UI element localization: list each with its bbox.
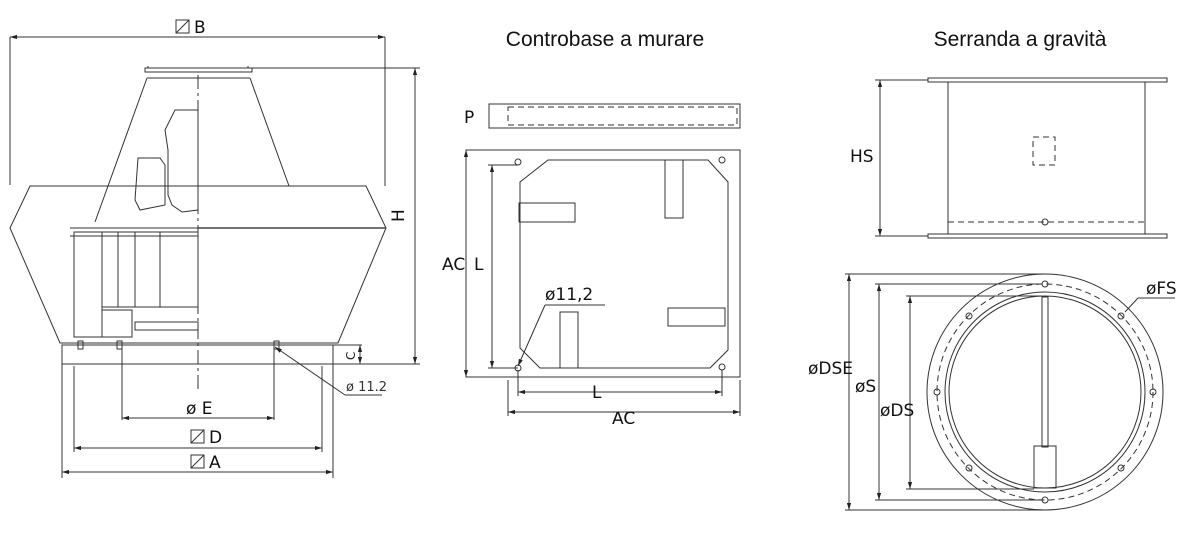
outlet-flange [144, 67, 253, 73]
base-profile [488, 103, 741, 129]
flange-holes [933, 280, 1157, 504]
dim-label-ac-vertical: AC [442, 255, 465, 275]
base-frame [465, 149, 741, 378]
dim-label-ac-horizontal: AC [612, 409, 635, 429]
dim-label-b: B [194, 18, 206, 38]
dim-label-ds: øDS [880, 401, 914, 421]
impeller-grid [73, 231, 103, 338]
dim-label-l-vertical: L [474, 255, 484, 275]
dim-label-e: ø E [186, 399, 213, 419]
square-symbol-icon [175, 19, 190, 34]
dim-label-c: C [344, 352, 358, 360]
dim-label-d: D [209, 428, 222, 448]
dim-label-hole: ø 11.2 [346, 380, 387, 395]
dim-label-hs: HS [850, 147, 874, 167]
fan-side-view: B H C ø 11.2 [9, 18, 420, 478]
motor-section [164, 109, 199, 213]
base-title: Controbase a murare [506, 28, 704, 51]
dim-label-h: H [389, 209, 409, 222]
base-opening [519, 159, 729, 369]
dim-label-s: øS [855, 377, 876, 397]
dim-label-a: A [209, 453, 221, 473]
cone-left [94, 77, 148, 223]
damper-body [947, 81, 1146, 235]
dim-label-l-horizontal: L [592, 383, 602, 403]
counterweight [1033, 445, 1057, 489]
damper-title: Serranda a gravità [934, 28, 1107, 51]
fan-housing [9, 185, 387, 344]
wall-base-view: Controbase a murare P AC L ø11,2 L AC [442, 28, 741, 429]
dim-label-hole: ø11,2 [545, 285, 593, 305]
dim-label-fs: øFS [1146, 279, 1177, 299]
dim-label-p: P [464, 108, 474, 128]
dim-label-dse: øDSE [808, 359, 853, 379]
gravity-damper-view: Serranda a gravità HS øFS øDSE øS ø [808, 28, 1177, 511]
